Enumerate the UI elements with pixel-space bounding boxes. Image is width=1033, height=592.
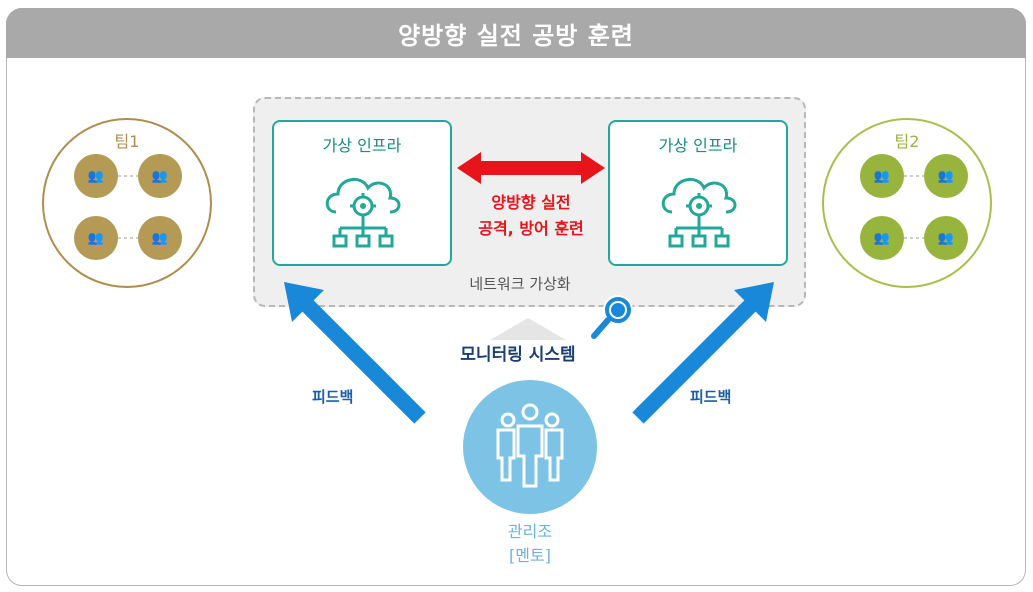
team-member-icon: 👥 [860,154,904,198]
mentor-label-line-1: 관리조 [507,522,553,541]
team-member-icon: 👥 [74,154,118,198]
team-member-icon: 👥 [138,154,182,198]
cloud-gear-network-icon [325,178,401,248]
magnifier-icon [591,295,633,339]
mentor-circle [463,380,597,514]
team-label: 팀2 [894,132,920,151]
virtual-infra-left: 가상 인프라 [272,120,452,266]
team-member-icon: 👥 [924,154,968,198]
team-2-circle: 팀2 👥 👥 👥 👥 [822,118,992,288]
virtual-infra-label: 가상 인프라 [658,136,738,155]
feedback-arrow-left [284,282,426,424]
team-label: 팀1 [114,132,140,151]
virtual-infra-right: 가상 인프라 [608,120,788,266]
drill-line-2: 공격, 방어 훈련 [478,219,584,238]
drill-line-1: 양방향 실전 [491,193,571,212]
monitor-pointer [490,318,566,340]
virtual-infra-label: 가상 인프라 [322,136,402,155]
cloud-gear-network-icon [661,178,737,248]
feedback-label-right: 피드백 [690,388,732,406]
team-member-icon: 👥 [74,216,118,260]
bidirectional-red-arrow [457,152,605,184]
team-1-circle: 팀1 👥 👥 👥 👥 [42,118,212,288]
network-virtualization-label: 네트워크 가상화 [469,275,571,293]
feedback-arrow-right [632,282,774,424]
mentor-label: 관리조 [멘토] [470,520,590,568]
team-connector-lines [118,175,138,239]
team-member-icon: 👥 [860,216,904,260]
drill-description: 양방향 실전 공격, 방어 훈련 [463,190,599,242]
monitoring-system-label: 모니터링 시스템 [460,345,576,365]
team-member-icon: 👥 [138,216,182,260]
team-connector-lines [904,175,924,239]
team-member-icon: 👥 [924,216,968,260]
diagram-title: 양방향 실전 공방 훈련 [6,8,1026,58]
mentor-label-line-2: [멘토] [509,546,551,565]
feedback-label-left: 피드백 [312,388,354,406]
mentor-group-icon [496,403,564,488]
